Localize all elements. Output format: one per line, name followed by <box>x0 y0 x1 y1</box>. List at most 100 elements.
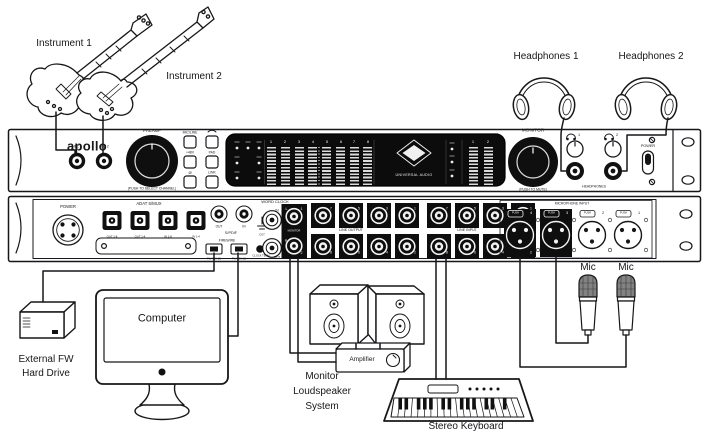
push-label: PUSH <box>511 211 520 215</box>
meter-ch-label: 4 <box>311 139 315 144</box>
hiz1-label: HI-Z 1 <box>72 144 82 149</box>
monitor-label: MONITOR <box>521 128 545 134</box>
headphones-label: HEADPHONES <box>582 184 606 189</box>
btn-polarity-label: Ø <box>188 170 192 175</box>
mic-2-icon <box>616 274 636 336</box>
wire-headphones2 <box>621 117 669 172</box>
amplifier-icon <box>335 342 411 373</box>
amplifier-label: Amplifier <box>349 355 375 363</box>
wire-headphones1 <box>560 117 567 172</box>
meter-ch-label: 8 <box>366 139 370 144</box>
preamp-label: PREAMP <box>143 127 161 133</box>
speaker-left-icon <box>309 284 369 345</box>
speaker-system-label: System <box>305 401 339 412</box>
cut-label: CUT <box>259 232 265 237</box>
hiz2-label: HI-Z 2 <box>99 144 109 149</box>
wire-monitor-right <box>297 258 337 363</box>
mon-r-label: R <box>284 239 288 244</box>
adat-port-label: OUT 1-4 <box>134 234 146 239</box>
instrument2-label: Instrument 2 <box>166 71 222 82</box>
adat-label: ADAT S/MUX <box>136 200 162 206</box>
led-meter <box>363 147 372 185</box>
xlr-jack <box>541 210 571 250</box>
xlr-jack <box>577 210 607 250</box>
mic1-label: Mic <box>580 262 596 273</box>
mic-num: 2 <box>601 211 605 216</box>
mic-input-label: MICROPHONE INPUT <box>554 201 590 206</box>
spdif-jacks <box>210 205 253 223</box>
wc-in-label: IN <box>275 208 279 213</box>
clock-term-label: CLOCK TERM <box>252 254 270 258</box>
word-clock-label: WORD CLOCK <box>261 199 289 204</box>
led-meter <box>281 147 290 185</box>
wire-hard-drive <box>42 252 215 303</box>
microphone-input-section <box>499 200 653 259</box>
meter-ch-label: 7 <box>352 139 356 144</box>
headphone-icon <box>604 133 614 141</box>
filter-icon <box>207 129 217 133</box>
btn-48v-label: +48V <box>185 150 195 155</box>
adat-port-label: IN 1-4 <box>192 234 200 239</box>
push-label: PUSH <box>547 211 556 215</box>
wire-instrument1 <box>55 111 76 154</box>
hard-drive-icon <box>19 301 76 339</box>
wc-out-label: OUT <box>273 254 281 259</box>
adat-port-label: OUT 1-8 <box>106 234 118 239</box>
rear-panel <box>7 195 702 263</box>
line-out-num: 1 <box>414 206 416 211</box>
ua-logo-text: UNIVERSAL AUDIO <box>395 173 433 178</box>
hard-drive-label: External FW <box>18 354 74 365</box>
line-in-num: 8 <box>446 250 448 255</box>
spdif-in-label: IN <box>242 224 246 229</box>
mon-2-label: 2 <box>300 250 303 255</box>
monitor-hint: (PUSH TO MUTE) <box>519 187 547 192</box>
speaker-system-label: Loudspeaker <box>293 386 351 397</box>
line-out-num: 8 <box>330 250 332 255</box>
monitor-knob <box>508 137 558 187</box>
black-keys <box>398 398 507 410</box>
hard-drive-label: Hard Drive <box>22 368 70 379</box>
headphone-section <box>566 133 622 180</box>
keyboard-icon <box>383 378 534 422</box>
rack-slot-icon <box>681 137 695 147</box>
guitar-2-icon <box>76 6 215 122</box>
line-out-num: 3 <box>386 206 388 211</box>
btn-pad-label: PAD <box>208 150 216 155</box>
clock-term-switch <box>256 245 264 253</box>
mic-num: 4 <box>529 211 533 216</box>
line-out-num: 7 <box>330 206 332 211</box>
mon-1-label: 1 <box>300 206 303 211</box>
line-in-num: 1 <box>530 206 532 211</box>
fw-port-label: FW 800 (2) <box>207 256 221 261</box>
hp1-number: 1 <box>577 133 581 138</box>
computer-label: Computer <box>137 312 187 325</box>
speaker-right-icon <box>367 285 425 345</box>
spdif-out-label: OUT <box>215 224 223 229</box>
expansion-slot <box>95 237 197 255</box>
mic-num: 1 <box>637 211 641 216</box>
led-meter <box>295 147 304 185</box>
firewire-label: FIREWIRE <box>218 237 236 242</box>
rack-ear-left-rear <box>15 202 22 254</box>
line-in-num: 5 <box>474 206 476 211</box>
rack-slot-icon <box>679 241 693 251</box>
power-label-rear: POWER <box>60 203 76 209</box>
wire-monitor-left <box>289 258 337 354</box>
apollo-logo: apollo <box>66 138 108 154</box>
line-in-num: 2 <box>530 250 532 255</box>
power-label-front: POWER <box>640 144 656 149</box>
headphones-1-icon <box>512 77 576 121</box>
computer-icon <box>95 289 229 421</box>
instrument1-label: Instrument 1 <box>36 38 92 49</box>
line-output-jacks <box>311 203 419 259</box>
xlr-jack <box>613 210 643 250</box>
keyboard-label: Stereo Keyboard <box>428 421 504 432</box>
status-led-dots <box>235 146 454 180</box>
speaker-system-label: Monitor <box>305 371 339 382</box>
line-in-num: 3 <box>502 206 504 211</box>
meter-ch-label: 6 <box>339 139 343 144</box>
monitor-meter-label: 2 <box>486 139 490 144</box>
rack-ear-left-front <box>15 135 22 186</box>
